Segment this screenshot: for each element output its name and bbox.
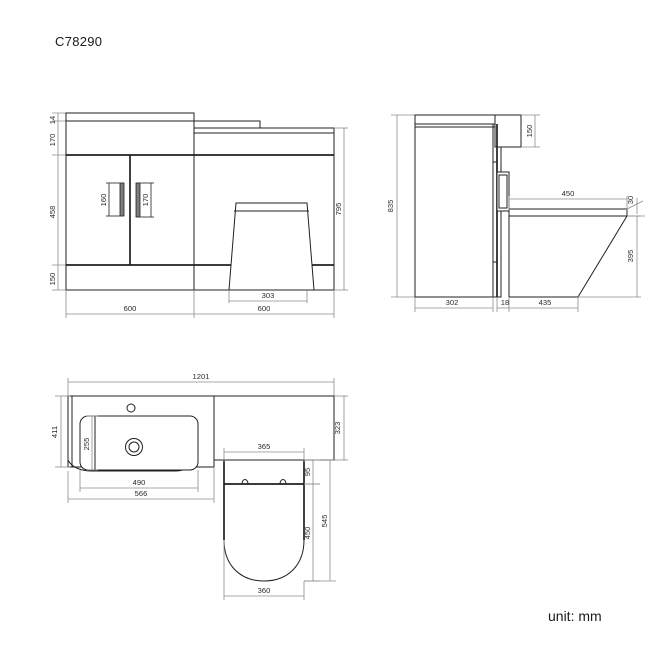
vanity-drawer-front xyxy=(65,112,195,156)
front-dim-cabinet-width: 600 xyxy=(124,304,137,313)
worktop-slab xyxy=(508,208,628,217)
plan-dim-basin-outer-width: 566 xyxy=(135,489,148,498)
plan-right-depth-dimension: 323 xyxy=(333,395,348,461)
plan-basin-inner-depth-dimension: 255 xyxy=(82,415,98,471)
plan-dim-toilet-total-depth: 545 xyxy=(320,515,329,528)
plan-dim-basin-inner-depth: 255 xyxy=(82,438,91,451)
tap-hole-icon xyxy=(126,403,136,413)
plan-left-depth-dimension: 411 xyxy=(50,395,70,468)
side-dim-cistern-depth: 450 xyxy=(562,189,575,198)
front-right-dimension: 795 xyxy=(334,127,348,291)
side-dim-gap: 18 xyxy=(501,298,509,307)
seat-hinge-left-icon xyxy=(241,479,249,485)
basin-waste-inner-icon xyxy=(128,441,140,453)
handle-left-icon xyxy=(119,182,125,217)
side-lip-dimension: 150 xyxy=(521,114,540,148)
front-dim-overall-height: 795 xyxy=(334,203,343,216)
front-dim-plinth: 150 xyxy=(48,273,57,286)
plan-overall-width-dimension: 1201 xyxy=(67,372,335,396)
side-bottom-dimension-chain: 302 18 435 xyxy=(414,297,579,312)
plan-basin-width-dimensions: 490 566 xyxy=(67,467,215,503)
toilet-front-silhouette xyxy=(228,202,315,291)
side-cistern-dimension: 450 xyxy=(508,189,628,210)
plan-dim-worktop-depth-left: 411 xyxy=(50,426,59,438)
plan-view: 1201 411 xyxy=(50,372,348,600)
unit-note: unit: mm xyxy=(548,608,602,624)
side-dim-top-lip: 150 xyxy=(525,125,534,138)
front-dim-drawer: 170 xyxy=(48,134,57,147)
front-dim-handle-right: 170 xyxy=(141,194,150,207)
front-dim-toilet-width: 303 xyxy=(262,291,275,300)
side-dim-pan-depth: 435 xyxy=(539,298,552,307)
front-dim-top-gap: 14 xyxy=(48,116,57,124)
plan-dim-seat-length: 450 xyxy=(303,527,312,540)
side-dim-cabinet-depth: 302 xyxy=(446,298,459,307)
front-dim-door-height: 458 xyxy=(48,206,57,219)
toilet-pan-side xyxy=(508,215,628,298)
plan-dim-seat-gap: 95 xyxy=(303,468,312,476)
plan-seat-length-dimension: 450 xyxy=(303,483,320,582)
side-handle-icon xyxy=(496,171,510,212)
toilet-seat-outline xyxy=(223,459,305,582)
side-worktop-thickness-dimension: 30 xyxy=(626,196,645,217)
worktop-return-lip xyxy=(494,114,522,148)
front-bottom-dimension-chain: 600 600 303 xyxy=(65,290,335,318)
page-title: C78290 xyxy=(55,34,103,49)
front-elevation-view: 14 170 458 150 xyxy=(48,112,348,318)
plan-dim-overall-width: 1201 xyxy=(193,372,210,381)
plan-dim-worktop-depth-right: 323 xyxy=(333,422,342,435)
toilet-plan xyxy=(223,459,305,582)
plan-seat-width-dimension: 360 xyxy=(223,540,305,600)
seat-hinge-right-icon xyxy=(279,479,287,485)
cabinet-side-body xyxy=(414,114,502,298)
plan-dim-seat-width: 360 xyxy=(258,586,271,595)
side-dim-worktop-thickness: 30 xyxy=(626,196,635,204)
plan-toilet-depth-dimension: 545 xyxy=(304,459,336,582)
handle-right-icon xyxy=(135,182,141,218)
plan-seat-gap-dimension: 95 xyxy=(303,459,320,485)
side-dim-pan-height: 395 xyxy=(626,250,635,263)
toilet-side-silhouette xyxy=(508,208,628,298)
front-dim-toilet-section-width: 600 xyxy=(258,304,271,313)
side-dim-overall-height: 835 xyxy=(386,200,395,213)
plan-dim-basin-inner-width: 490 xyxy=(133,478,146,487)
plan-dim-toilet-width: 365 xyxy=(258,442,271,451)
front-dim-handle-left: 160 xyxy=(99,194,108,207)
side-left-dimension: 835 xyxy=(386,114,415,298)
side-pan-height-dimension: 395 xyxy=(578,215,641,298)
cabinet-handles: 160 170 xyxy=(99,182,154,218)
side-elevation-view: 835 150 xyxy=(386,114,645,312)
basin-plan xyxy=(79,403,199,471)
